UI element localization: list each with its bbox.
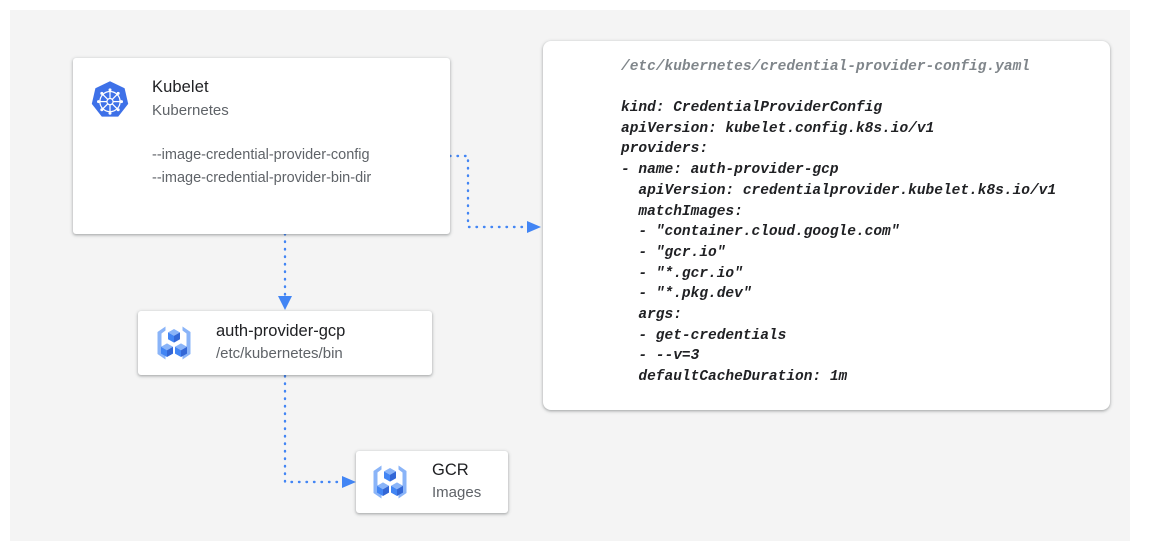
kubelet-flag-config: --image-credential-provider-config xyxy=(152,147,370,163)
kubelet-card[interactable]: Kubelet Kubernetes --image-credential-pr… xyxy=(73,58,450,234)
gcr-title: GCR xyxy=(432,461,469,479)
kubernetes-logo-icon xyxy=(91,81,129,117)
kubelet-subtitle: Kubernetes xyxy=(152,102,229,119)
yaml-content: kind: CredentialProviderConfig apiVersion… xyxy=(621,98,1056,388)
gcr-card[interactable]: GCR Images xyxy=(356,451,508,513)
yaml-line: kind: CredentialProviderConfig xyxy=(621,100,883,116)
container-registry-icon xyxy=(157,326,191,360)
yaml-line: defaultCacheDuration: 1m xyxy=(621,369,848,386)
yaml-line: apiVersion: kubelet.config.k8s.io/v1 xyxy=(621,120,935,137)
yaml-line: - --v=3 xyxy=(621,348,700,365)
yaml-line: - "*.pkg.dev" xyxy=(621,286,752,303)
yaml-line: - name: auth-provider-gcp xyxy=(621,162,839,179)
gcr-subtitle: Images xyxy=(432,484,482,501)
credential-provider-config-panel[interactable]: /etc/kubernetes/credential-provider-conf… xyxy=(543,41,1110,410)
yaml-line: - get-credentials xyxy=(621,327,787,344)
yaml-line: matchImages: xyxy=(621,203,743,220)
auth-provider-subtitle: /etc/kubernetes/bin xyxy=(216,345,343,362)
yaml-line: - "gcr.io" xyxy=(621,244,726,261)
yaml-line: providers: xyxy=(621,141,709,158)
yaml-line: args: xyxy=(621,307,682,324)
container-registry-icon xyxy=(373,465,407,499)
yaml-line: - "*.gcr.io" xyxy=(621,265,743,282)
yaml-line: - "container.cloud.google.com" xyxy=(621,224,900,241)
yaml-file-path: /etc/kubernetes/credential-provider-conf… xyxy=(621,59,1030,75)
kubelet-flag-bin-dir: --image-credential-provider-bin-dir xyxy=(152,170,372,186)
yaml-line: apiVersion: credentialprovider.kubelet.k… xyxy=(621,182,1057,199)
auth-provider-gcp-card[interactable]: auth-provider-gcp /etc/kubernetes/bin xyxy=(138,311,432,375)
auth-provider-title: auth-provider-gcp xyxy=(216,322,346,340)
kubelet-title: Kubelet xyxy=(152,78,209,96)
